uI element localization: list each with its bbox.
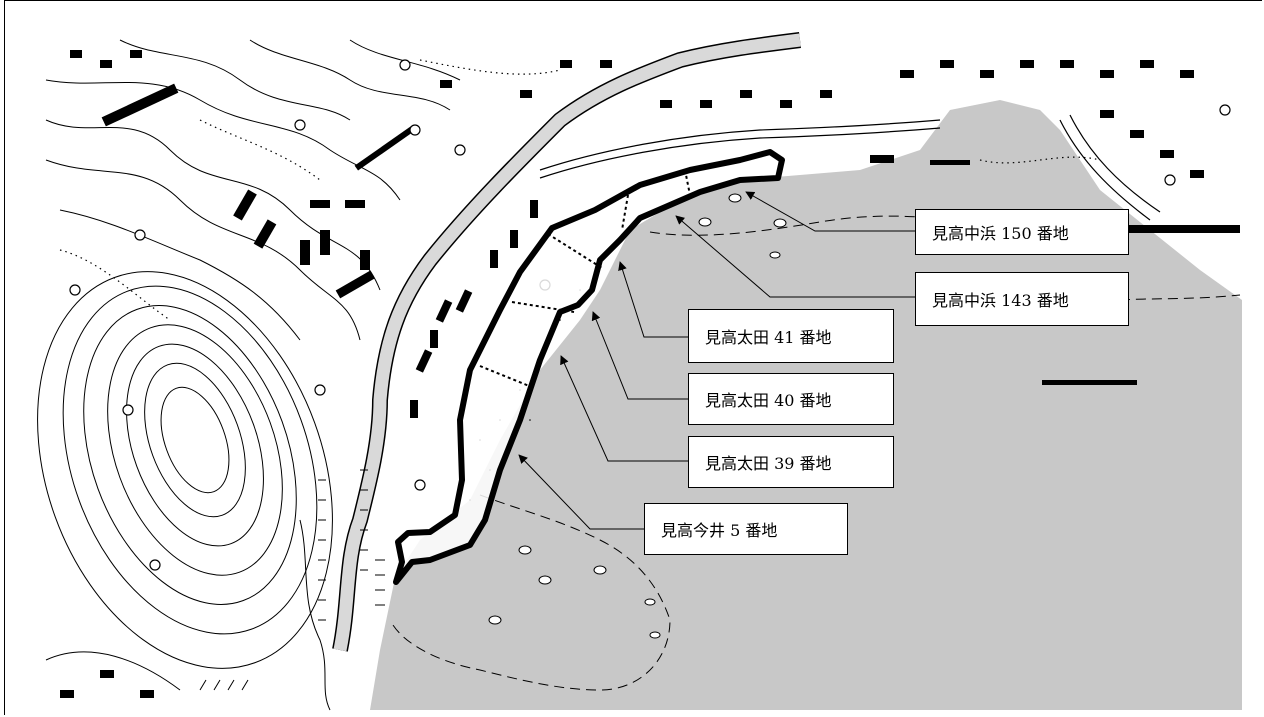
label-ota-41: 見高太田 41 番地: [688, 309, 894, 363]
target-parcel-boundary: [393, 149, 785, 585]
label-imai-5: 見高今井 5 番地: [644, 503, 848, 555]
coastal-road: [539, 114, 1161, 221]
label-nakahama-150: 見高中浜 150 番地: [915, 209, 1129, 255]
parcel-division-lines: [479, 169, 691, 389]
label-ota-40: 見高太田 40 番地: [688, 373, 894, 425]
cliff-hatching: [199, 469, 385, 691]
dotted-lines: [59, 59, 1101, 321]
sea-rocks: [488, 193, 787, 639]
main-road-fill: [333, 33, 801, 652]
map-frame: [4, 0, 1262, 715]
buildings: [60, 50, 1240, 698]
map-symbols: [69, 59, 1231, 571]
leader-lines: [518, 191, 915, 530]
label-nakahama-143: 見高中浜 143 番地: [915, 272, 1129, 326]
label-ota-39: 見高太田 39 番地: [688, 436, 894, 488]
reef-lines: [389, 215, 1241, 691]
contour-lines: [37, 39, 461, 711]
